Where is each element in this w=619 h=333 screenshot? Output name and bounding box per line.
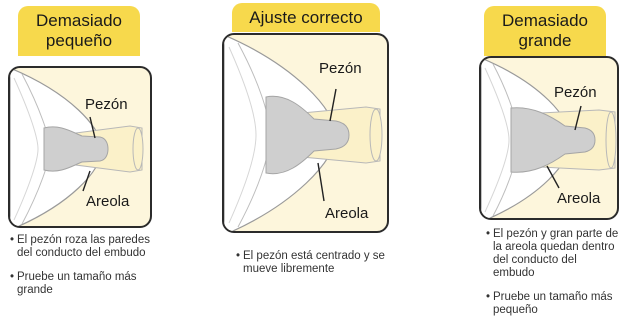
breast-funnel-illustration: [10, 68, 144, 226]
note-item: Pruebe un tamaño más pequeño: [486, 291, 619, 317]
note-item: El pezón está centrado y se mueve librem…: [236, 250, 386, 276]
title-line-2: pequeño: [45, 31, 113, 50]
breast-funnel-illustration: [481, 58, 617, 218]
areola-label: Areola: [325, 205, 369, 222]
notes-list: El pezón roza las paredes del conducto d…: [10, 234, 160, 308]
illustration-frame: Pezón Areola: [8, 66, 152, 228]
title-line-1: Ajuste correcto: [249, 7, 363, 27]
title-line-1: Demasiado: [36, 11, 122, 30]
panel-title: Demasiado pequeño: [18, 6, 140, 56]
note-item: El pezón roza las paredes del conducto d…: [10, 234, 160, 260]
notes-list: El pezón está centrado y se mueve librem…: [236, 250, 386, 287]
nipple-label: Pezón: [319, 60, 362, 77]
note-item: El pezón y gran parte de la areola queda…: [486, 228, 619, 280]
areola-label: Areola: [557, 190, 601, 207]
nipple-label: Pezón: [85, 96, 128, 113]
note-item: Pruebe un tamaño más grande: [10, 271, 160, 297]
illustration-frame: Pezón Areola: [479, 56, 619, 220]
panel-title: Demasiado grande: [484, 6, 606, 56]
notes-list: El pezón y gran parte de la areola queda…: [486, 228, 619, 328]
title-line-1: Demasiado: [502, 11, 588, 30]
title-line-2: grande: [518, 31, 572, 50]
breast-funnel-illustration: [224, 35, 383, 231]
nipple-label: Pezón: [554, 84, 597, 101]
areola-label: Areola: [86, 193, 130, 210]
illustration-frame: Pezón Areola: [222, 33, 389, 233]
panel-title: Ajuste correcto: [232, 3, 380, 32]
